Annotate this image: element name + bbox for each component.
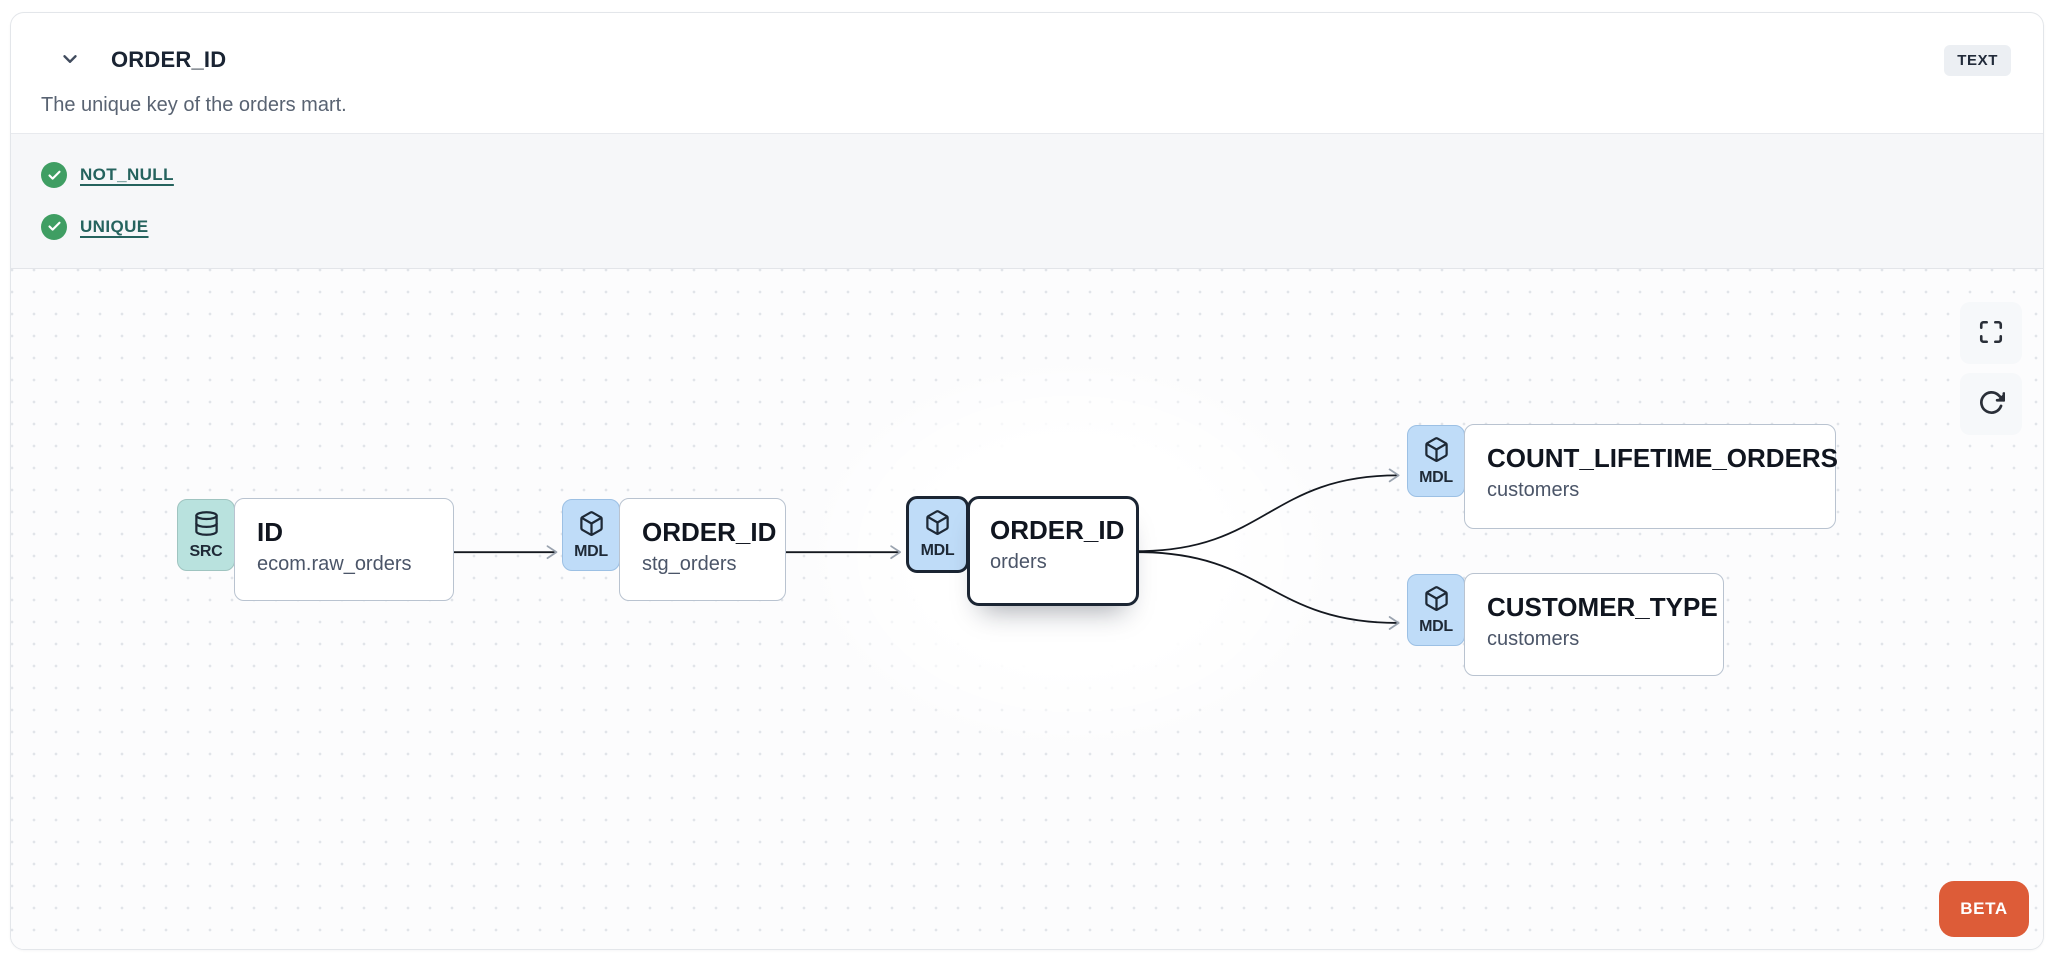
node-subtitle: stg_orders (642, 553, 737, 575)
node-type-badge: MDL (906, 496, 969, 573)
lineage-edges (453, 468, 1400, 630)
test-row: UNIQUE (41, 204, 2013, 250)
node-type-badge: MDL (1407, 425, 1465, 497)
lineage-node-source-id[interactable]: SRC ID ecom.raw_orders (177, 498, 454, 601)
node-type-badge: MDL (1407, 574, 1465, 646)
column-title: ORDER_ID (111, 47, 227, 72)
database-icon (193, 510, 220, 542)
node-type-label: MDL (574, 542, 608, 560)
test-link-not-null[interactable]: NOT_NULL (80, 165, 174, 185)
node-title: CUSTOMER_TYPE (1487, 592, 1718, 622)
check-circle-icon (41, 162, 67, 189)
canvas-controls (1960, 302, 2022, 435)
data-type-badge: TEXT (1944, 44, 2011, 76)
node-title: ID (257, 517, 283, 547)
lineage-canvas[interactable]: SRC ID ecom.raw_orders MDL ORDER_ID stg_… (11, 269, 2043, 949)
node-title: COUNT_LIFETIME_ORDERS (1487, 443, 1839, 473)
test-row: NOT_NULL (41, 152, 2013, 198)
node-type-badge: SRC (177, 499, 235, 571)
node-subtitle: customers (1487, 479, 1580, 501)
lineage-node-customer-type[interactable]: MDL CUSTOMER_TYPE customers (1407, 573, 1724, 676)
node-body: CUSTOMER_TYPE customers (1464, 573, 1724, 676)
tests-section: NOT_NULL UNIQUE (11, 133, 2043, 269)
node-type-label: SRC (189, 542, 223, 560)
node-subtitle: ecom.raw_orders (257, 553, 412, 575)
chevron-down-icon (59, 48, 81, 73)
cube-icon (578, 510, 605, 542)
node-body: ORDER_ID stg_orders (619, 498, 786, 601)
node-type-label: MDL (1419, 617, 1453, 635)
refresh-button[interactable] (1960, 373, 2022, 435)
lineage-node-orders-order-id[interactable]: MDL ORDER_ID orders (906, 496, 1139, 606)
node-type-label: MDL (920, 542, 955, 559)
node-title: ORDER_ID (642, 517, 777, 547)
node-body: COUNT_LIFETIME_ORDERS customers (1464, 424, 1839, 529)
cube-icon (1423, 585, 1450, 617)
check-circle-icon (41, 213, 67, 240)
lineage-node-stg-order-id[interactable]: MDL ORDER_ID stg_orders (562, 498, 786, 601)
collapse-toggle-button[interactable] (55, 45, 85, 75)
node-subtitle: orders (990, 551, 1047, 573)
column-description: The unique key of the orders mart. (41, 94, 347, 116)
node-title: ORDER_ID (990, 515, 1125, 545)
fullscreen-icon (1978, 319, 2004, 348)
column-details-panel: ORDER_ID TEXT The unique key of the orde… (10, 12, 2044, 950)
node-body: ORDER_ID orders (967, 496, 1139, 606)
cube-icon (1423, 436, 1450, 468)
panel-header: ORDER_ID TEXT (11, 13, 2043, 83)
node-type-badge: MDL (562, 499, 620, 571)
node-type-label: MDL (1419, 468, 1453, 486)
refresh-icon (1978, 389, 2005, 419)
fullscreen-button[interactable] (1960, 302, 2022, 364)
lineage-node-count-lifetime-orders[interactable]: MDL COUNT_LIFETIME_ORDERS customers (1407, 424, 1839, 529)
node-body: ID ecom.raw_orders (234, 498, 454, 601)
node-subtitle: customers (1487, 628, 1580, 650)
cube-icon (924, 509, 951, 541)
beta-badge: BETA (1939, 881, 2029, 937)
test-link-unique[interactable]: UNIQUE (80, 216, 149, 236)
